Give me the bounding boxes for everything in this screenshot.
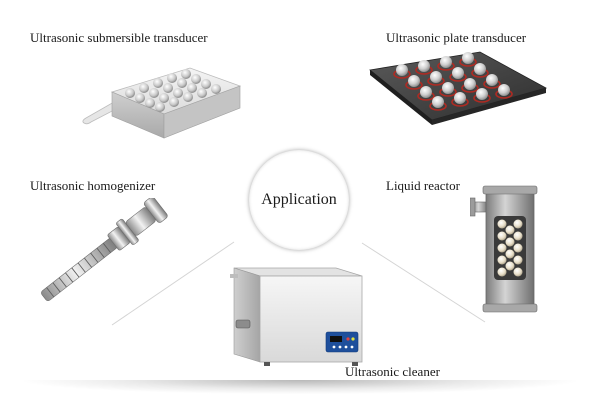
ultrasonic-cleaner-label: Ultrasonic cleaner	[345, 364, 440, 379]
divider-line-right	[361, 242, 486, 323]
application-label: Application	[261, 191, 337, 208]
liquid-reactor-label: Liquid reactor	[386, 178, 460, 193]
ultrasonic-cleaner-icon	[230, 267, 363, 366]
submersible-transducer-label: Ultrasonic submersible transducer	[30, 30, 208, 45]
plate-transducer-icon	[369, 51, 548, 125]
homogenizer-icon	[41, 198, 168, 301]
submersible-transducer-icon	[82, 67, 242, 139]
plate-transducer-label: Ultrasonic plate transducer	[386, 30, 527, 45]
homogenizer-label: Ultrasonic homogenizer	[30, 178, 156, 193]
bottom-shadow	[24, 380, 576, 394]
liquid-reactor-icon	[470, 185, 538, 313]
divider-line-left	[111, 241, 235, 326]
application-circle: Application	[249, 150, 349, 250]
